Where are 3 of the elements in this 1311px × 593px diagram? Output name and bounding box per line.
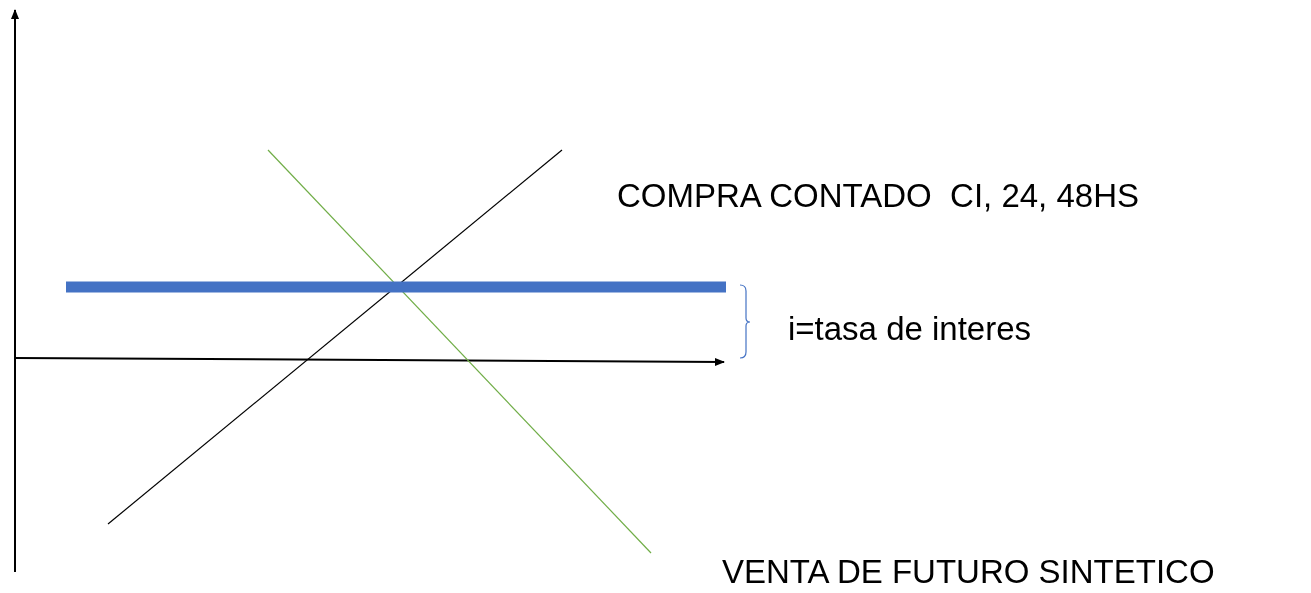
chart-label: COMPRA CONTADO CI, 24, 48HS <box>617 176 1139 216</box>
chart-label: VENTA DE FUTURO SINTETICO <box>722 552 1215 592</box>
chart-label: i=tasa de interes <box>788 309 1032 349</box>
